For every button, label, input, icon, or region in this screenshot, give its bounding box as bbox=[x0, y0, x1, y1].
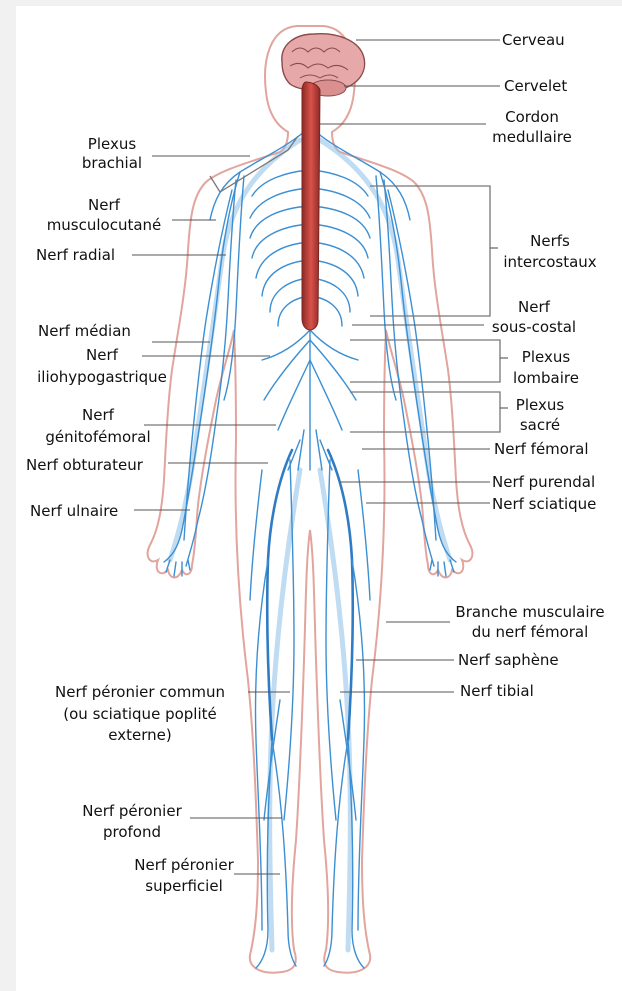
label-iliohypogastrique-line2: iliohypogastrique bbox=[37, 368, 167, 386]
label-saphene: Nerf saphène bbox=[458, 651, 559, 669]
label-tibial: Nerf tibial bbox=[460, 682, 534, 700]
label-ulnaire: Nerf ulnaire bbox=[30, 502, 118, 520]
label-branche-musculaire-line2: du nerf fémoral bbox=[472, 623, 589, 641]
label-cordon-line1: Cordon bbox=[505, 108, 559, 126]
label-plexus-sacre-line2: sacré bbox=[520, 416, 560, 434]
label-plexus-brachial-line2: brachial bbox=[82, 154, 142, 172]
label-peronier-commun-line1: Nerf péronier commun bbox=[55, 683, 225, 701]
label-femoral: Nerf fémoral bbox=[494, 440, 589, 458]
label-peronier-profond-line1: Nerf péronier bbox=[82, 802, 182, 820]
label-genitofemoral-line1: Nerf bbox=[82, 406, 115, 424]
label-intercostaux-line1: Nerfs bbox=[530, 232, 570, 250]
label-intercostaux-line2: intercostaux bbox=[503, 253, 596, 271]
label-plexus-lombaire-line1: Plexus bbox=[522, 348, 571, 366]
label-plexus-sacre-line1: Plexus bbox=[516, 396, 565, 414]
label-plexus-brachial-line1: Plexus bbox=[88, 135, 137, 153]
label-peronier-commun-line2: (ou sciatique poplité bbox=[63, 705, 216, 723]
label-peronier-commun-line3: externe) bbox=[108, 726, 171, 744]
label-plexus-lombaire-line2: lombaire bbox=[513, 369, 579, 387]
label-peronier-superficiel-line2: superficiel bbox=[145, 877, 223, 895]
label-sous-costal-line2: sous-costal bbox=[492, 318, 576, 336]
label-cervelet: Cervelet bbox=[504, 77, 567, 95]
label-cerveau: Cerveau bbox=[502, 31, 565, 49]
label-obturateur: Nerf obturateur bbox=[26, 456, 144, 474]
label-sous-costal-line1: Nerf bbox=[518, 298, 551, 316]
label-sciatique: Nerf sciatique bbox=[492, 495, 596, 513]
label-radial: Nerf radial bbox=[36, 246, 115, 264]
spinal-cord bbox=[302, 82, 320, 330]
label-peronier-profond-line2: profond bbox=[103, 823, 161, 841]
label-branche-musculaire-line1: Branche musculaire bbox=[455, 603, 604, 621]
label-musculocutane-line1: Nerf bbox=[88, 196, 121, 214]
label-peronier-superficiel-line1: Nerf péronier bbox=[134, 856, 234, 874]
label-genitofemoral-line2: génitofémoral bbox=[45, 428, 150, 446]
label-median: Nerf médian bbox=[38, 322, 131, 340]
label-iliohypogastrique-line1: Nerf bbox=[86, 346, 119, 364]
label-purendal: Nerf purendal bbox=[492, 473, 595, 491]
label-musculocutane-line2: musculocutané bbox=[47, 216, 162, 234]
label-cordon-line2: medullaire bbox=[492, 128, 572, 146]
